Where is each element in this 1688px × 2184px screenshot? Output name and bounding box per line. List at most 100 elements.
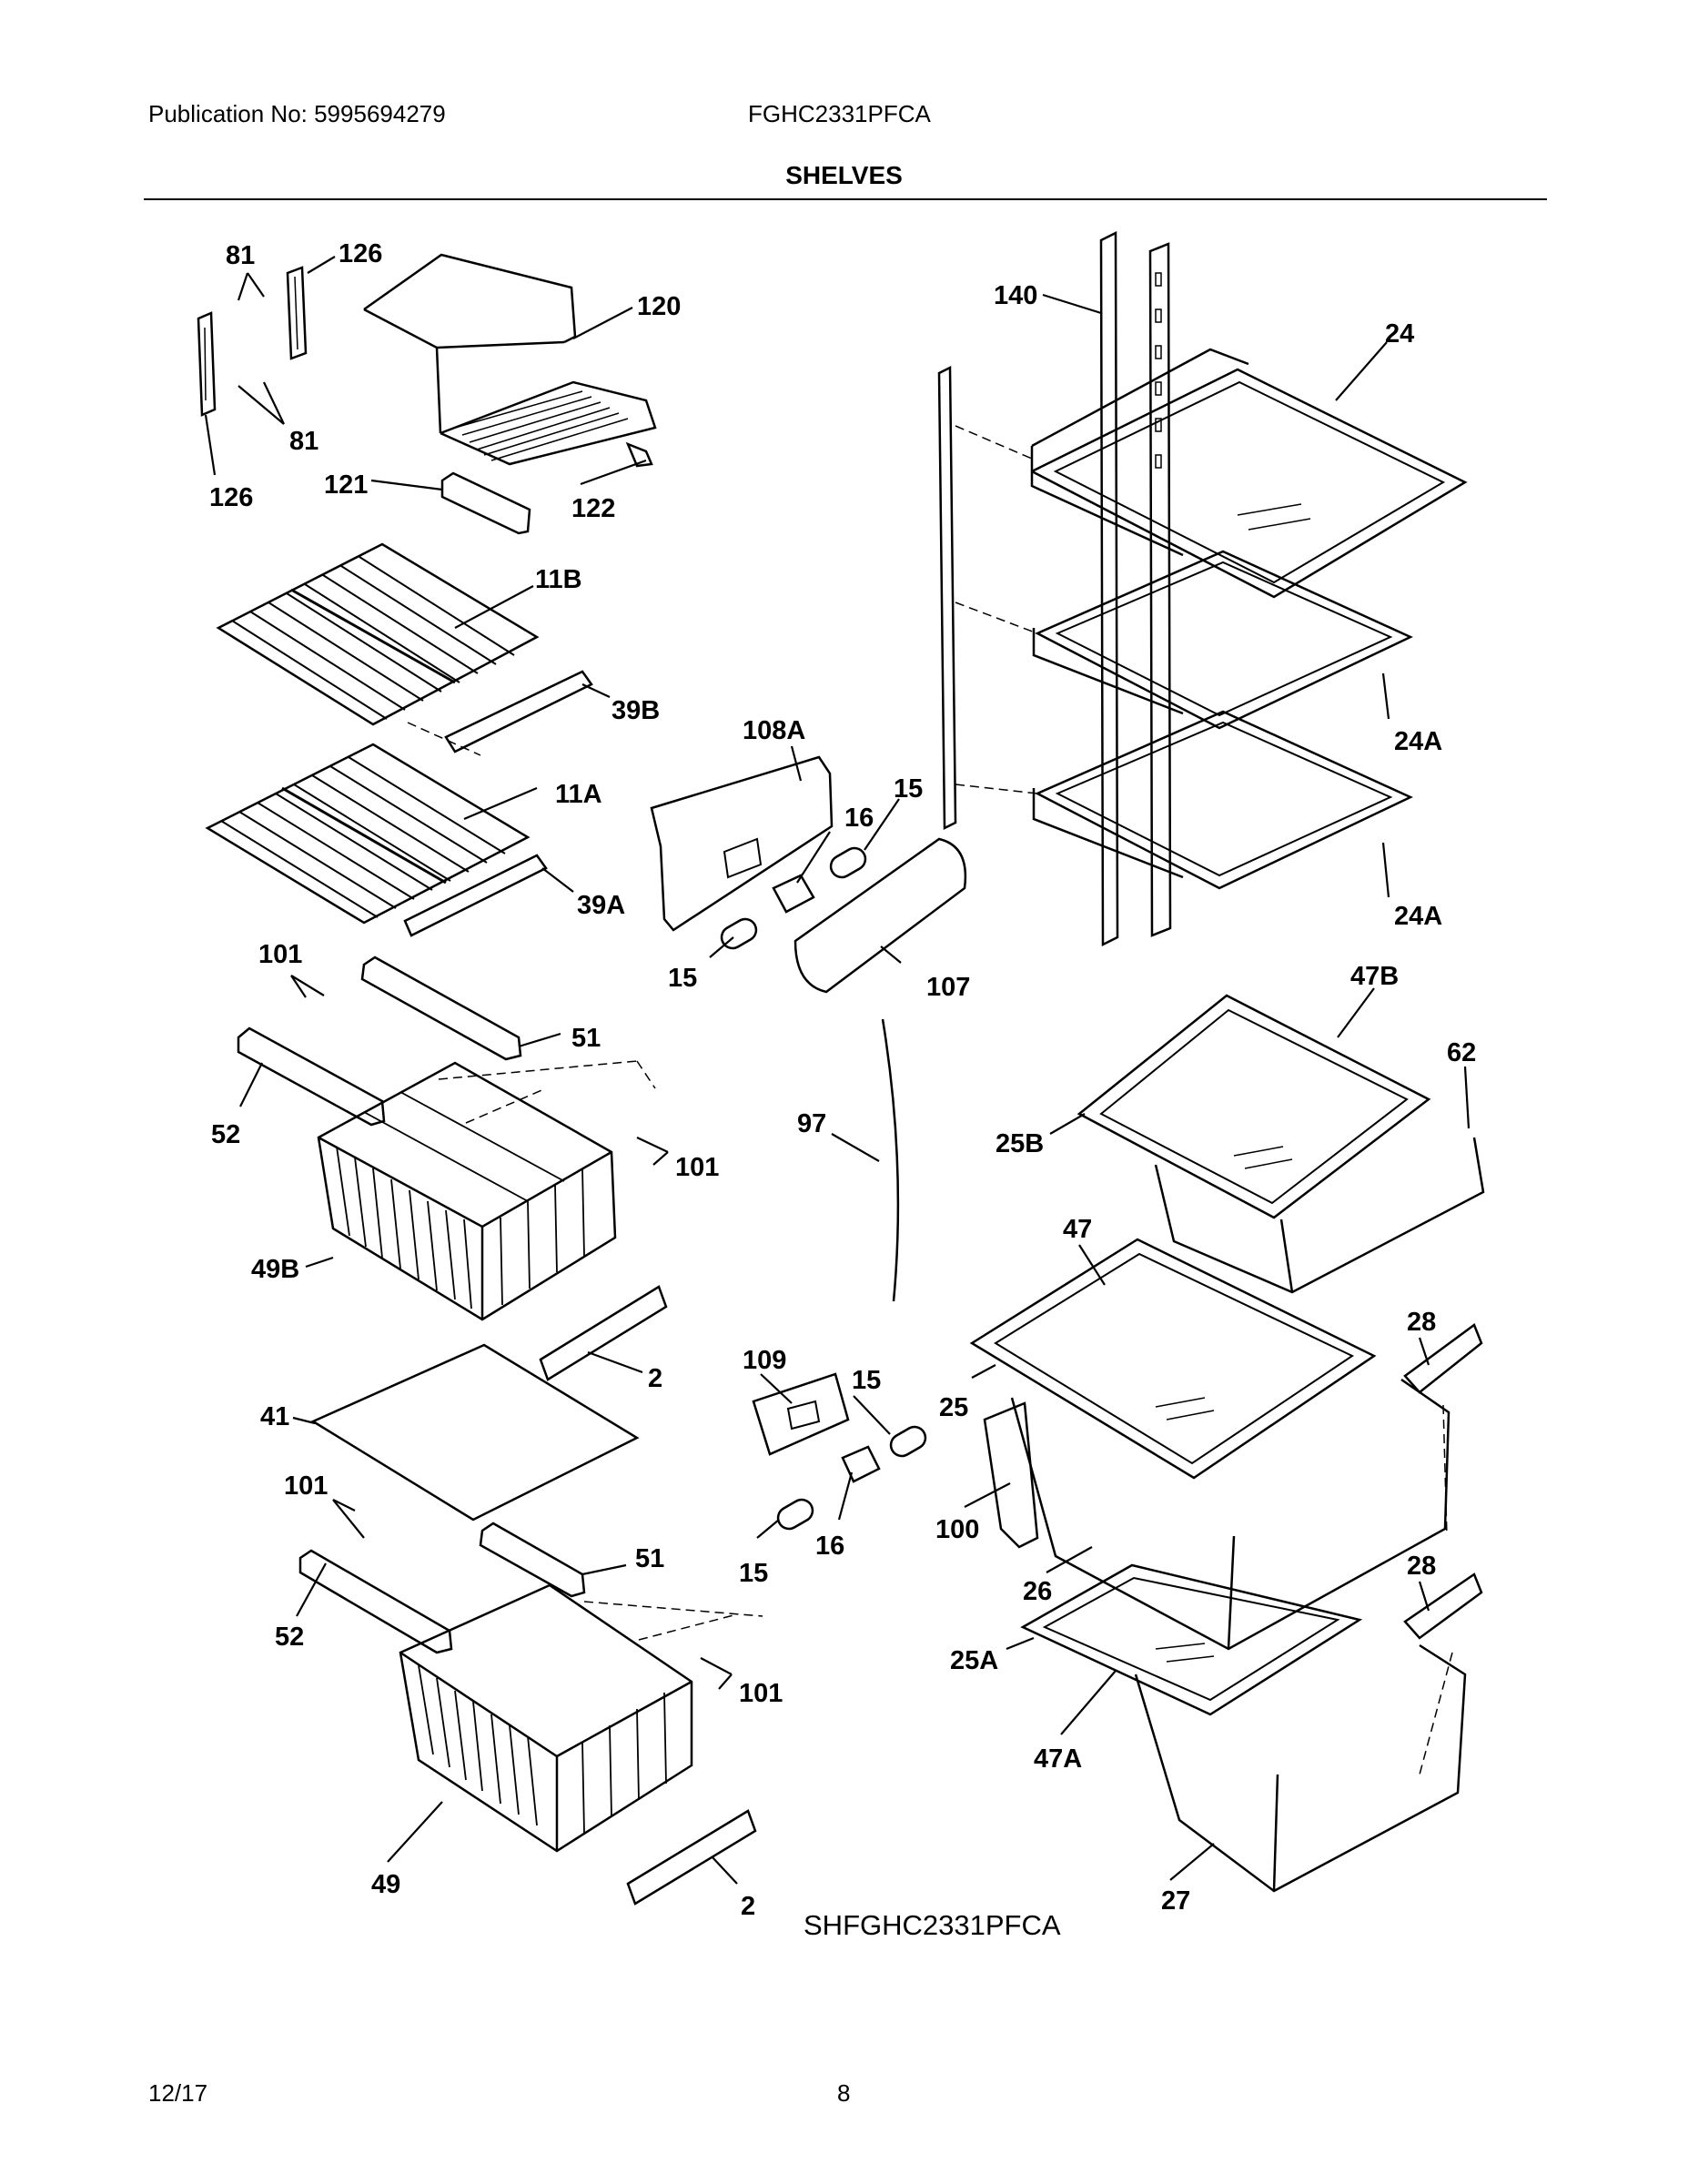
bulb-15-upper-right (829, 846, 867, 879)
glass-shelf-24A-upper (1032, 550, 1413, 730)
callout-39A: 39A (577, 891, 625, 920)
callout-28-upper: 28 (1407, 1308, 1436, 1337)
pin-122 (625, 441, 653, 468)
socket-16-upper (772, 874, 815, 914)
callout-28-lower: 28 (1407, 1552, 1436, 1581)
callout-24: 24 (1385, 319, 1414, 349)
header-divider (144, 198, 1547, 200)
trim-39A (403, 854, 548, 937)
callout-126-top: 126 (339, 239, 382, 268)
callout-120: 120 (637, 292, 681, 321)
side-strip (937, 365, 957, 831)
callout-25B: 25B (996, 1129, 1044, 1158)
callout-101-lower: 101 (284, 1471, 328, 1501)
bulb-15-lower-right (889, 1425, 927, 1458)
callout-122: 122 (571, 494, 615, 523)
wire-shelf-11A (205, 743, 531, 925)
callout-51-lower: 51 (635, 1544, 664, 1573)
callout-97: 97 (797, 1109, 826, 1138)
light-housing-108A (650, 755, 834, 932)
light-shield-107 (793, 837, 967, 994)
callout-15-upper-left: 15 (668, 964, 697, 993)
rail-51-lower (479, 1522, 586, 1598)
hinge-28-lower (1403, 1572, 1483, 1640)
cover-2-upper (539, 1285, 668, 1381)
callout-2-upper: 2 (648, 1364, 662, 1393)
cover-25B (1076, 994, 1431, 1219)
crisper-26 (1010, 1378, 1450, 1651)
callout-47: 47 (1063, 1215, 1092, 1244)
trim-39B (444, 670, 593, 753)
callout-25A: 25A (950, 1646, 998, 1675)
rail-51-upper (360, 956, 522, 1061)
basket-49 (399, 1583, 693, 1853)
wire-shelf-11B (216, 542, 540, 726)
rail-52-upper (237, 1026, 386, 1127)
bracket-right-126 (286, 266, 308, 360)
callout-16-lower: 16 (815, 1532, 844, 1561)
callout-51-upper: 51 (571, 1024, 601, 1053)
callout-101-upper: 101 (258, 940, 302, 969)
wire-97 (881, 1018, 900, 1302)
light-housing-109 (752, 1372, 850, 1456)
callout-52-upper: 52 (211, 1120, 240, 1149)
glass-shelf-24 (1030, 348, 1468, 599)
model-number: FGHC2331PFCA (748, 100, 931, 127)
bulb-15-lower-left (776, 1498, 814, 1531)
cover-25A (1020, 1563, 1363, 1716)
callout-52-lower: 52 (275, 1623, 304, 1652)
rail-52-lower (298, 1549, 453, 1654)
callout-81-bottom: 81 (289, 427, 318, 456)
bulb-15-upper-left (720, 917, 758, 950)
callout-100: 100 (935, 1515, 979, 1544)
callout-16-upper: 16 (844, 804, 874, 833)
callout-26: 26 (1023, 1577, 1052, 1606)
crisper-27 (1134, 1643, 1467, 1893)
guide-lines (407, 425, 1453, 1775)
callout-24A-lower: 24A (1394, 902, 1442, 931)
diagram-code: SHFGHC2331PFCA (804, 1909, 1061, 1941)
callout-15-upper-right: 15 (894, 774, 923, 804)
divider-100 (983, 1401, 1039, 1549)
callout-25: 25 (939, 1393, 968, 1422)
basket-49B (317, 1061, 617, 1321)
callout-49B: 49B (251, 1255, 299, 1284)
support-121 (440, 471, 531, 535)
cover-25 (969, 1238, 1377, 1480)
callout-15-lower-left: 15 (739, 1559, 768, 1588)
cover-2-lower (626, 1809, 757, 1906)
callout-101-mid: 101 (675, 1153, 719, 1182)
callout-2-lower: 2 (741, 1892, 755, 1921)
publication-number: Publication No: 5995694279 (148, 100, 446, 127)
hinge-28-upper (1403, 1323, 1483, 1394)
ladder-140 (1099, 230, 1172, 947)
callout-47A: 47A (1034, 1744, 1082, 1774)
callout-101-bottom: 101 (739, 1679, 783, 1708)
wine-rack-120 (363, 253, 657, 466)
callout-49: 49 (371, 1870, 400, 1899)
callout-140: 140 (994, 281, 1037, 310)
callout-47B: 47B (1350, 962, 1399, 991)
callout-107: 107 (926, 973, 970, 1002)
callout-121: 121 (324, 470, 368, 500)
callout-108A: 108A (743, 716, 805, 745)
callout-41: 41 (260, 1402, 289, 1431)
callout-39B: 39B (612, 696, 660, 725)
callout-27: 27 (1161, 1886, 1190, 1916)
callout-81-top: 81 (226, 241, 255, 270)
drawer-62 (1154, 1137, 1485, 1294)
page-number: 8 (837, 2079, 851, 2107)
divider-41 (310, 1343, 640, 1522)
callout-11B: 11B (535, 565, 582, 594)
callout-126-bottom: 126 (209, 483, 253, 512)
socket-16-lower (841, 1445, 881, 1483)
callout-109: 109 (743, 1346, 786, 1375)
bracket-left-126 (197, 311, 217, 417)
page-title: SHELVES (785, 161, 903, 189)
callout-15-lower-right: 15 (852, 1366, 881, 1395)
callout-24A-upper: 24A (1394, 727, 1442, 756)
callout-62: 62 (1447, 1038, 1476, 1067)
leader-lines (204, 256, 1471, 1885)
glass-shelf-24A-lower (1032, 710, 1413, 890)
